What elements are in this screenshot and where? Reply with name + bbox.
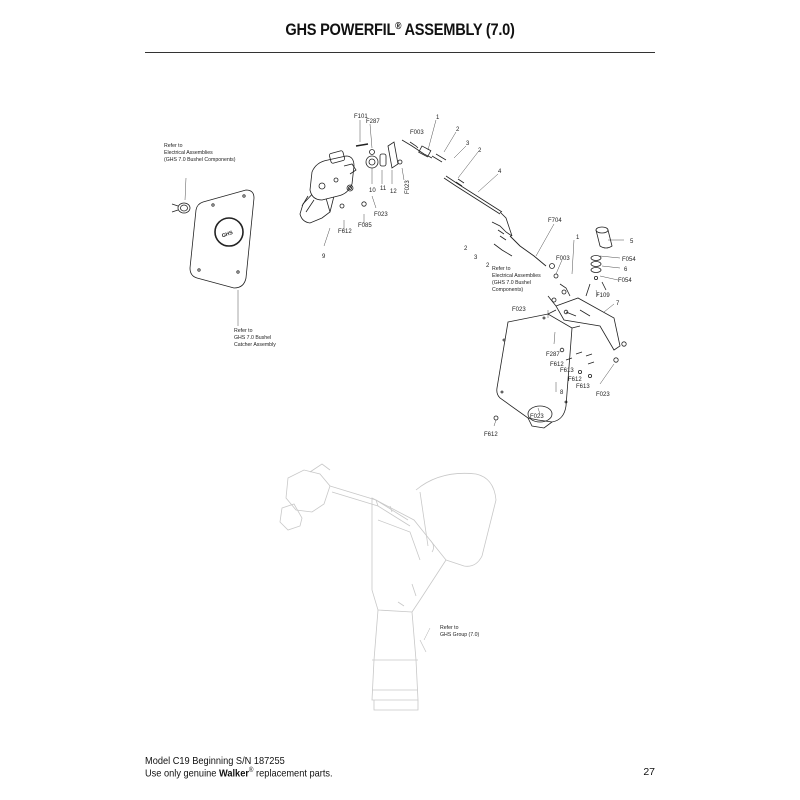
connector-plug (171, 202, 191, 214)
callout-2: 2 (464, 246, 468, 252)
callout-f109: F109 (596, 293, 610, 299)
callout-11: 11 (380, 186, 387, 192)
callout-f023: F023 (512, 307, 526, 313)
callout-f287: F287 (546, 352, 560, 358)
svg-text:Electrical Assemblies: Electrical Assemblies (164, 150, 213, 156)
svg-text:(GHS 7.0 Bushel: (GHS 7.0 Bushel (492, 280, 531, 286)
svg-text:Refer to: Refer to (492, 266, 511, 272)
catcher-panel: GHS (189, 189, 255, 289)
callout-12: 12 (390, 189, 397, 195)
callout-f704: F704 (548, 218, 562, 224)
callout-f612: F612 (484, 432, 498, 438)
ghs-logo: GHS (221, 230, 234, 240)
footer-model-line: Model C19 Beginning S/N 187255 (145, 755, 285, 767)
page-number: 27 (643, 766, 655, 778)
linkage-rod-upper (401, 139, 513, 237)
callout-f612: F612 (568, 377, 582, 383)
svg-text:Refer to: Refer to (234, 328, 253, 334)
callout-f287: F287 (366, 119, 380, 125)
footer-parts-line: Use only genuine Walker® replacement par… (145, 767, 333, 780)
callout-2: 2 (486, 263, 490, 269)
svg-text:GHS Group (7.0): GHS Group (7.0) (440, 632, 479, 638)
svg-text:(GHS 7.0 Bushel Components): (GHS 7.0 Bushel Components) (164, 157, 236, 163)
callout-f101: F101 (354, 114, 368, 120)
svg-text:GHS 7.0 Bushel: GHS 7.0 Bushel (234, 335, 271, 341)
callout-3: 3 (466, 141, 470, 147)
callout-4: 4 (498, 169, 502, 175)
note-catcher-assembly: Refer to GHS 7.0 Bushel Catcher Assembly (234, 328, 276, 348)
callout-2: 2 (478, 148, 482, 154)
page-title: GHS POWERFIL® ASSEMBLY (7.0) (285, 20, 515, 39)
callout-f023: F023 (374, 212, 388, 218)
callout-f054: F054 (618, 278, 632, 284)
leader-lines (184, 119, 624, 427)
walker-brand: Walker (218, 767, 249, 780)
callout-f003: F003 (410, 130, 424, 136)
callout-1: 1 (436, 115, 440, 121)
callout-6: 6 (624, 267, 628, 273)
callout-f023: F023 (596, 392, 610, 398)
note-electrical-assemblies-2: Refer to Electrical Assemblies (GHS 7.0 … (492, 266, 541, 293)
callout-3: 3 (474, 255, 478, 261)
callout-7: 7 (616, 301, 620, 307)
callout-f613: F613 (560, 368, 574, 374)
callout-labels: F101 F287 1 F003 2 3 2 4 10 11 12 F023 F… (322, 114, 636, 438)
tube-part-5 (595, 226, 613, 249)
callout-f085: F085 (358, 223, 372, 229)
callout-f612: F612 (550, 362, 564, 368)
callout-f054: F054 (622, 257, 636, 263)
callout-9: 9 (322, 254, 326, 260)
svg-text:Refer to: Refer to (440, 625, 459, 631)
svg-text:Electrical Assemblies: Electrical Assemblies (492, 273, 541, 279)
callout-10: 10 (369, 188, 376, 194)
note-electrical-assemblies: Refer to Electrical Assemblies (GHS 7.0 … (164, 143, 236, 163)
callout-1: 1 (576, 235, 580, 241)
callout-f023: F023 (405, 180, 411, 194)
title-rule (145, 52, 655, 53)
svg-text:Catcher Assembly: Catcher Assembly (234, 342, 276, 348)
callout-f023: F023 (530, 414, 544, 420)
callout-f612: F612 (338, 229, 352, 235)
svg-text:Components): Components) (492, 287, 523, 293)
callout-8: 8 (560, 390, 564, 396)
deflector-part-8 (496, 309, 581, 429)
actuator-motor (299, 150, 357, 224)
note-ghs-group: Refer to GHS Group (7.0) (440, 625, 479, 638)
callout-5: 5 (630, 239, 634, 245)
callout-2: 2 (456, 127, 460, 133)
svg-text:Refer to: Refer to (164, 143, 183, 149)
ghost-reference-assembly (279, 463, 497, 711)
callout-f613: F613 (576, 384, 590, 390)
callout-f003: F003 (556, 256, 570, 262)
